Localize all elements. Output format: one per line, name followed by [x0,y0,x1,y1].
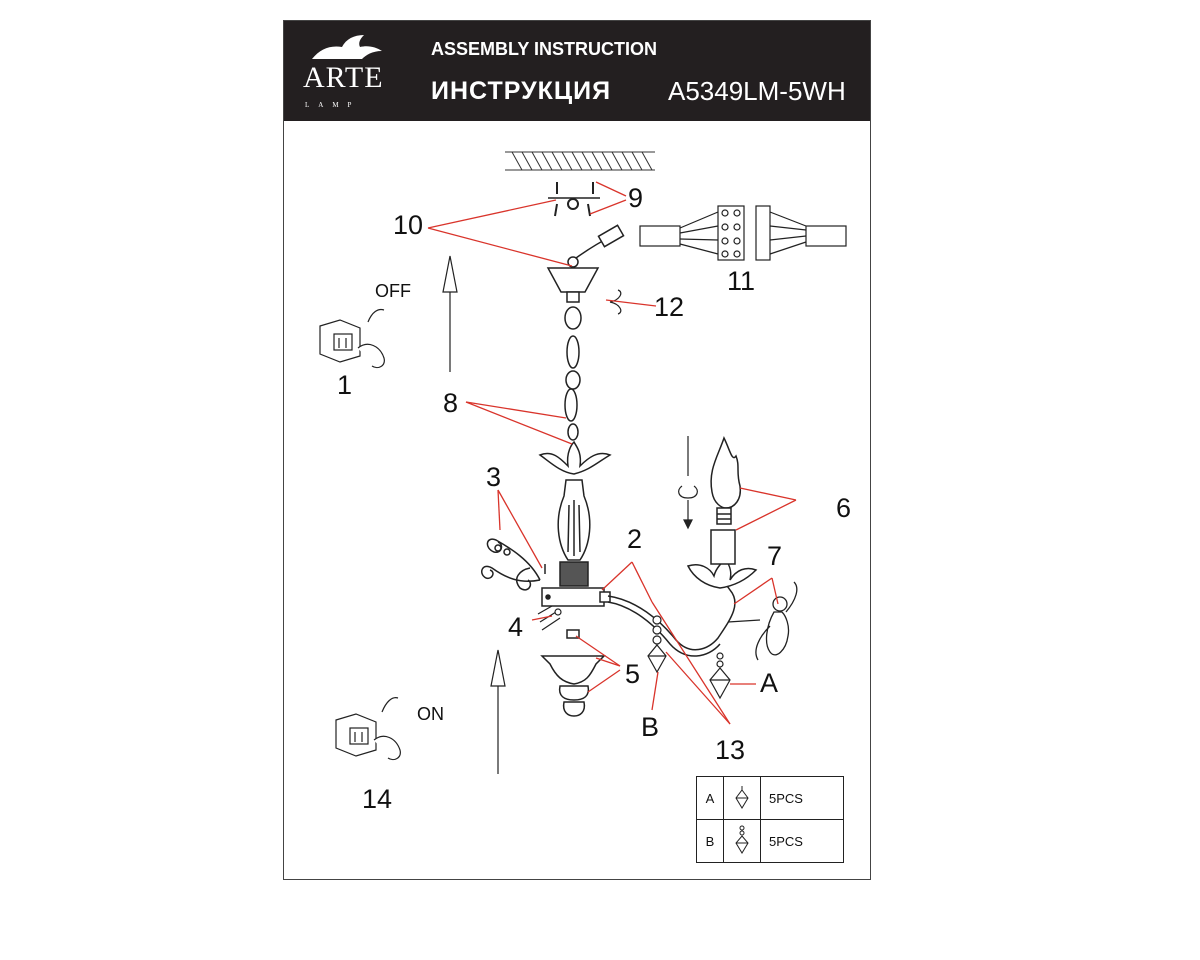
callout-a: A [760,668,779,698]
callout-10: 10 [393,210,424,240]
decorative-scroll [481,538,546,591]
callout-9: 9 [628,183,644,213]
leader-lines [427,181,797,725]
ceiling-hatch [505,151,655,171]
stem [557,479,591,587]
legend-quantity: 5PCS [760,776,844,820]
callout-13: 13 [715,735,746,765]
legend-row: A 5PCS [696,776,844,820]
callout-12: 12 [654,292,685,322]
callout-4: 4 [508,612,524,642]
switch-off-icon [319,308,385,369]
screw-in-arrow [678,436,698,530]
up-arrow-bottom [490,649,506,774]
candle-arm [607,579,736,657]
callout-2: 2 [627,524,643,554]
top-crown [538,440,612,475]
legend-letter: A [696,776,724,820]
callout-1: 1 [337,370,353,400]
callout-14: 14 [362,784,393,814]
angel-figure [727,581,798,661]
callout-11: 11 [727,266,756,296]
switch-off-label: OFF [375,281,411,301]
candle-bulb [710,436,742,525]
mounting-bracket [548,182,600,217]
body-box [541,587,611,607]
switch-on-label: ON [417,704,444,724]
legend-quantity: 5PCS [760,819,844,863]
crystal-pendant-a [709,652,731,700]
callout-3: 3 [486,462,502,492]
griffin-logo-icon [312,35,382,59]
callout-b: B [641,712,660,742]
model-number: A5349LM-5WH [668,76,846,106]
candle-cup [686,529,758,589]
callout-7: 7 [767,541,783,571]
callout-6: 6 [836,493,852,523]
legend-row: B 5PCS [696,819,844,863]
title-russian: ИНСТРУКЦИЯ [431,77,612,105]
crystal-pendant-icon [723,776,761,820]
title-english: ASSEMBLY INSTRUCTION [431,39,658,59]
terminal-block [639,205,847,261]
header-bar: ARTE LAMP ASSEMBLY INSTRUCTION ИНСТРУКЦИ… [284,21,870,121]
canopy [546,224,625,303]
callout-5: 5 [625,659,641,689]
up-arrow-top [442,255,458,372]
crystal-pendant-b [647,615,667,674]
logo-subtext: LAMP [305,101,361,109]
legend-letter: B [696,819,724,863]
logo-text: ARTE [303,61,384,94]
switch-on-icon [335,697,401,761]
parts-legend-table: A 5PCS B 5PCS [696,776,844,863]
callout-8: 8 [443,388,459,418]
chain [564,306,582,441]
bottom-cup [540,629,606,717]
crystal-bead-pendant-icon [723,819,761,863]
